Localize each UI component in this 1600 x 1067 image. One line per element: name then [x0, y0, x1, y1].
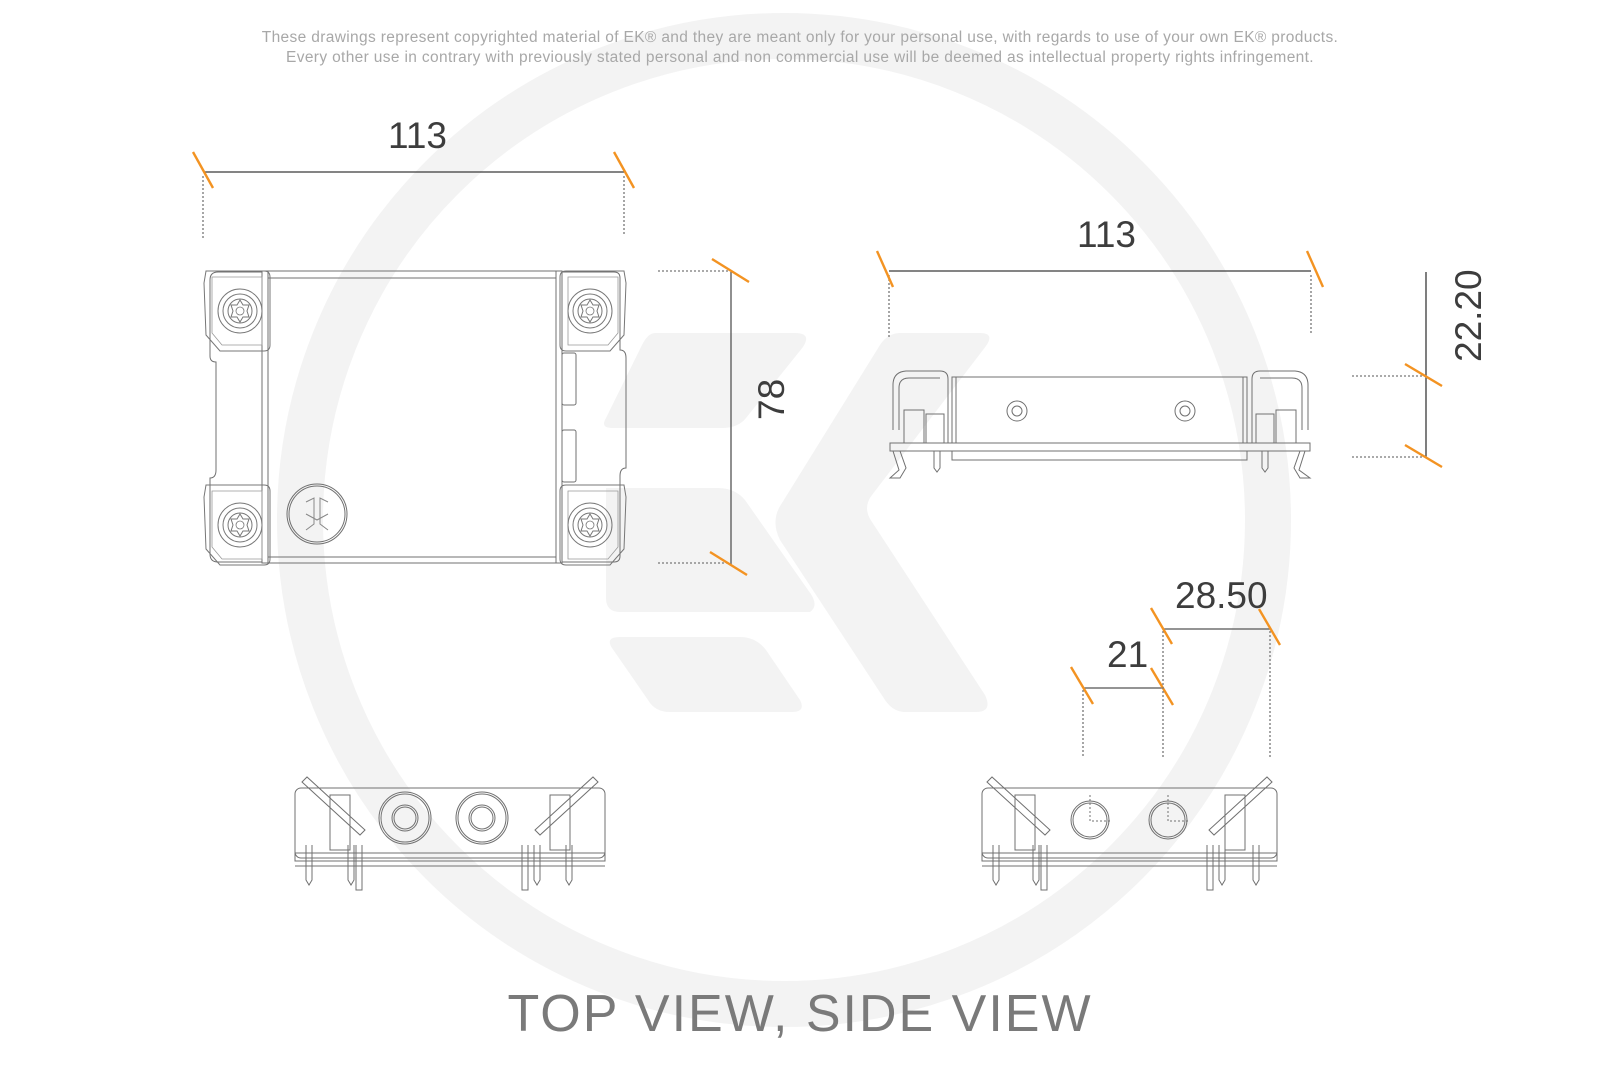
waterblock-top-outline [209, 270, 627, 564]
port-spacing-dimension [1149, 607, 1282, 758]
drawing-title: TOP VIEW, SIDE VIEW [507, 985, 1093, 1043]
top-view-width-label: 113 [388, 115, 447, 156]
front-view-width-dimension [875, 250, 1325, 338]
watermark-ring-icon [277, 13, 1291, 1027]
front-view-height-label: 22.20 [1448, 269, 1489, 362]
waterblock-front-outline [888, 370, 1312, 479]
top-view-width-dimension [191, 151, 636, 240]
copyright-notice-line-2: Every other use in contrary with previou… [286, 49, 1314, 66]
mounting-screw-bottom-left-icon [203, 484, 271, 566]
mounting-screw-top-left-icon [203, 270, 271, 352]
top-view [191, 151, 750, 577]
port-offset-label: 21 [1107, 634, 1149, 675]
mounting-screw-bottom-right-icon [559, 484, 627, 566]
front-view-height-dimension [1352, 272, 1443, 469]
side-view-left [294, 776, 606, 891]
port-spacing-label: 28.50 [1175, 575, 1268, 616]
copyright-notice-line-1: These drawings represent copyrighted mat… [261, 29, 1339, 46]
top-view-height-dimension [658, 257, 750, 577]
top-view-height-label: 78 [751, 378, 792, 420]
ek-logo-icon [604, 333, 990, 712]
front-view [875, 250, 1443, 479]
side-view-right [981, 607, 1282, 891]
front-view-width-label: 113 [1077, 214, 1136, 255]
mounting-screw-top-right-icon [559, 270, 627, 352]
port-offset-dimension [1069, 666, 1175, 758]
